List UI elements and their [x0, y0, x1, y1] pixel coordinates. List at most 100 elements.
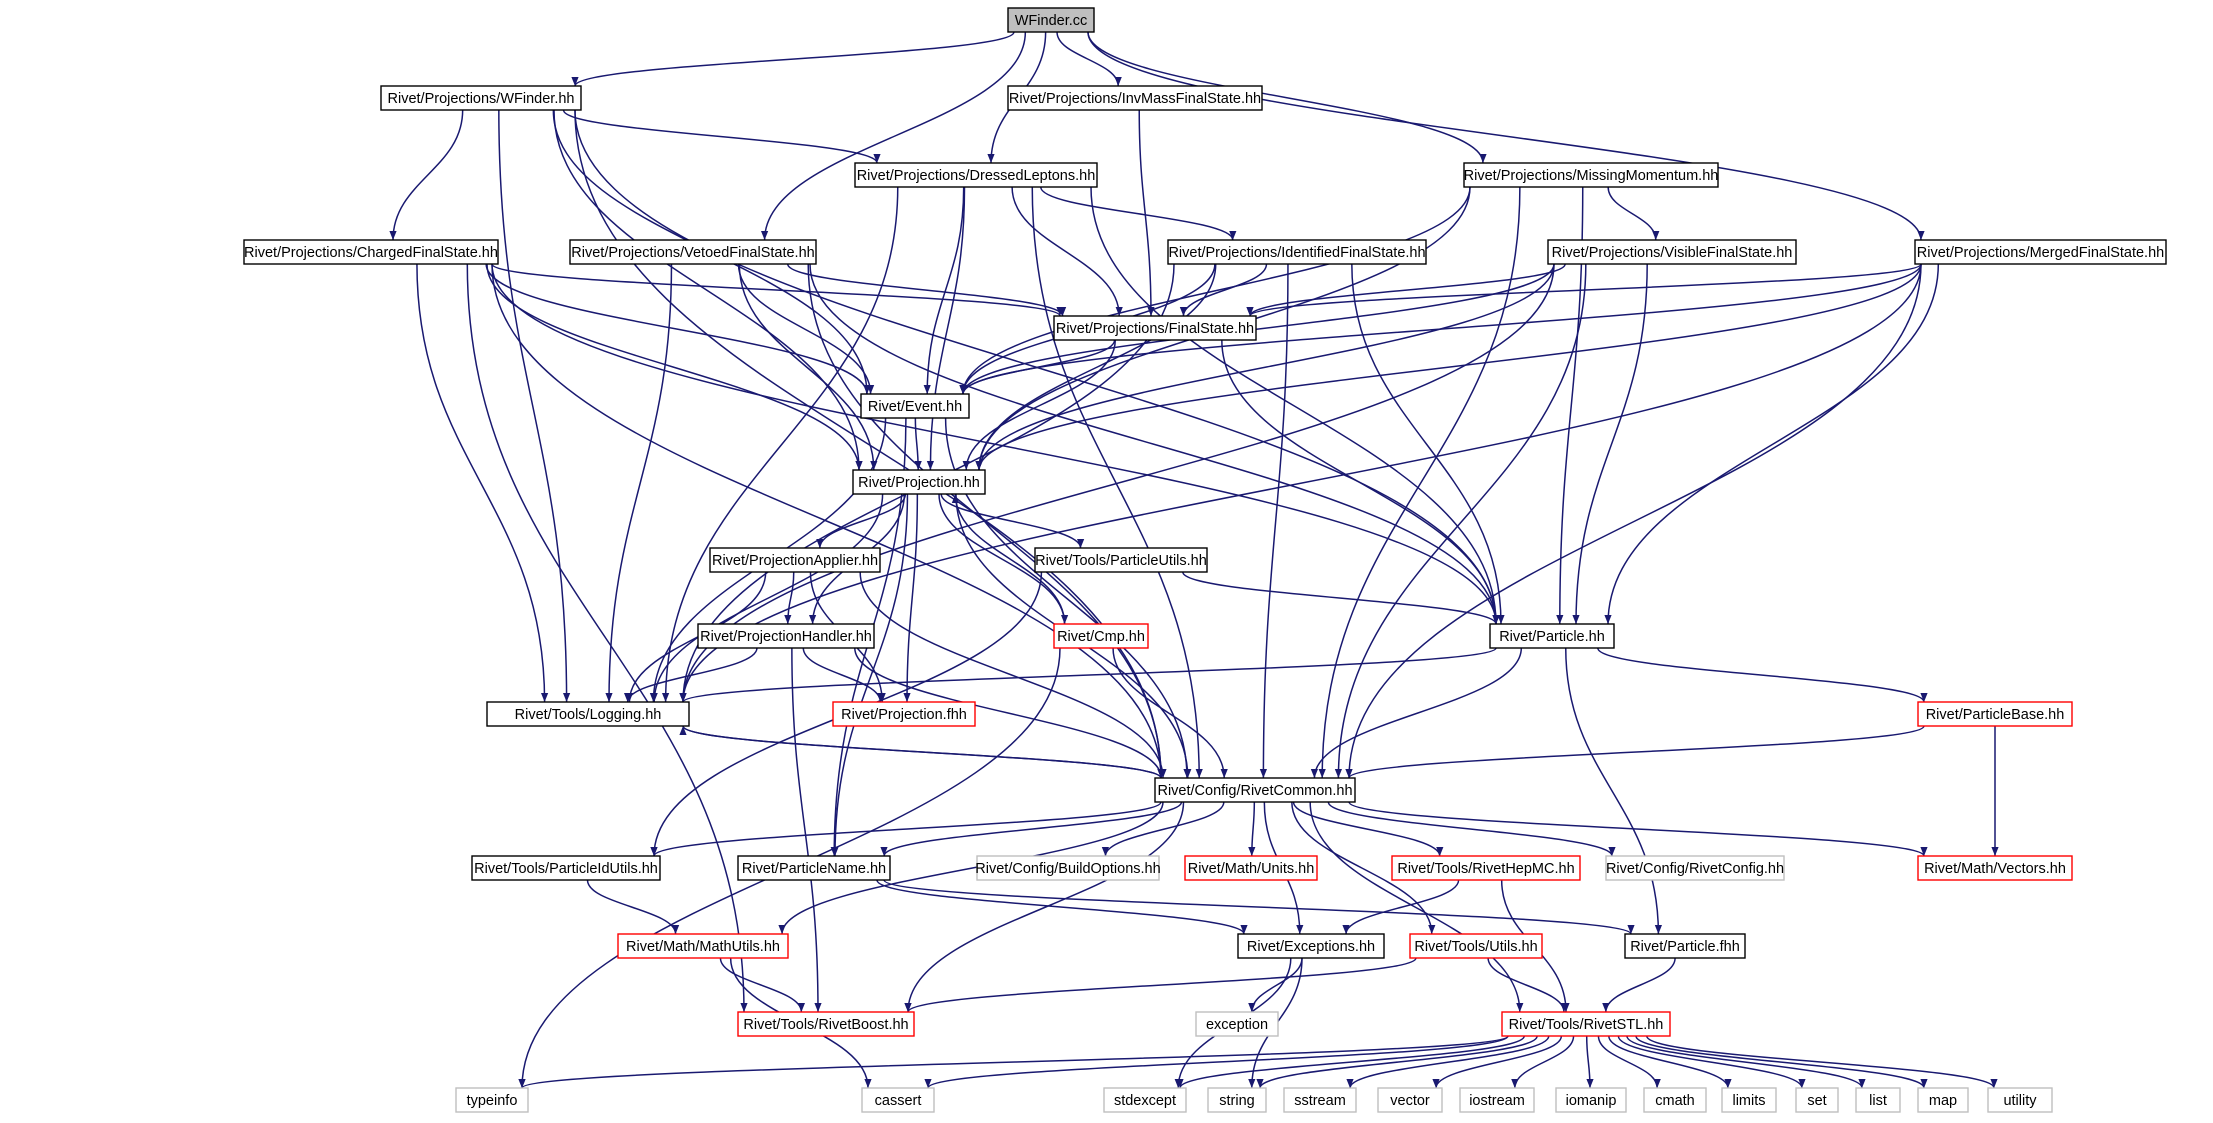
- node-rivet-config[interactable]: Rivet/Config/RivetConfig.hh: [1605, 855, 1785, 881]
- node-string[interactable]: string: [1207, 1087, 1267, 1113]
- edge-rivetstl-to-vector: [1432, 1035, 1563, 1089]
- node-invmass-finalstate[interactable]: Rivet/Projections/InvMassFinalState.hh: [1007, 85, 1263, 111]
- edge-rivetstl-to-iostream: [1511, 1035, 1575, 1089]
- edge-visible-to-event: [959, 263, 1555, 395]
- edge-particleutils-to-particle: [1182, 571, 1500, 625]
- node-projection-applier[interactable]: Rivet/ProjectionApplier.hh: [709, 547, 881, 573]
- edge-projhandler-to-rivetcommon: [854, 647, 1165, 779]
- node-particle-name[interactable]: Rivet/ParticleName.hh: [737, 855, 891, 881]
- edge-charged-to-projection: [486, 263, 863, 471]
- node-finalstate[interactable]: Rivet/Projections/FinalState.hh: [1053, 315, 1257, 341]
- node-exception[interactable]: exception: [1195, 1011, 1279, 1037]
- edge-charged-to-finalstate: [491, 263, 1064, 317]
- node-units[interactable]: Rivet/Math/Units.hh: [1184, 855, 1318, 881]
- node-projection-fhh[interactable]: Rivet/Projection.fhh: [832, 701, 976, 727]
- edge-charged-to-rivetcommon: [491, 263, 1165, 779]
- node-utility[interactable]: utility: [1987, 1087, 2053, 1113]
- node-stdexcept[interactable]: stdexcept: [1103, 1087, 1187, 1113]
- node-vetoed-finalstate[interactable]: Rivet/Projections/VetoedFinalState.hh: [569, 239, 817, 265]
- node-particle-fhh[interactable]: Rivet/Particle.fhh: [1624, 933, 1746, 959]
- node-vector[interactable]: vector: [1377, 1087, 1443, 1113]
- node-charged-finalstate[interactable]: Rivet/Projections/ChargedFinalState.hh: [243, 239, 499, 265]
- node-event[interactable]: Rivet/Event.hh: [860, 393, 970, 419]
- node-rivet-stl[interactable]: Rivet/Tools/RivetSTL.hh: [1501, 1011, 1671, 1037]
- edge-charged-to-logging: [416, 263, 549, 703]
- node-limits[interactable]: limits: [1721, 1087, 1777, 1113]
- edge-particlename-to-particlefhh: [883, 879, 1635, 935]
- node-wfinder-hh[interactable]: Rivet/Projections/WFinder.hh: [380, 85, 582, 111]
- edge-invmass-to-finalstate: [1138, 109, 1155, 317]
- edge-projection-to-logging: [650, 493, 884, 703]
- node-label: utility: [2003, 1093, 2037, 1109]
- node-sstream[interactable]: sstream: [1283, 1087, 1357, 1113]
- edge-particle-to-particlebase: [1597, 647, 1928, 703]
- edge-merged-to-logging: [679, 263, 1922, 703]
- node-label: Rivet/ParticleBase.hh: [1926, 707, 2065, 723]
- node-label: Rivet/Tools/ParticleUtils.hh: [1035, 553, 1207, 569]
- node-label: Rivet/Projection.fhh: [841, 707, 967, 723]
- node-label: Rivet/Tools/RivetSTL.hh: [1509, 1017, 1664, 1033]
- edge-merged-to-projection: [975, 263, 1922, 471]
- node-label: Rivet/Tools/RivetHepMC.hh: [1397, 861, 1574, 877]
- node-list[interactable]: list: [1855, 1087, 1901, 1113]
- edge-missing-to-visible: [1607, 186, 1660, 241]
- node-label: list: [1869, 1093, 1887, 1109]
- node-label: Rivet/ParticleName.hh: [742, 861, 886, 877]
- node-label: Rivet/Projections/MissingMomentum.hh: [1464, 168, 1719, 184]
- node-rivet-boost[interactable]: Rivet/Tools/RivetBoost.hh: [737, 1011, 915, 1037]
- edge-event-to-projection: [914, 417, 922, 471]
- edge-wfinder_cc-to-wfinder_hh: [571, 31, 1015, 87]
- node-math-utils[interactable]: Rivet/Math/MathUtils.hh: [617, 933, 789, 959]
- node-typeinfo[interactable]: typeinfo: [455, 1087, 529, 1113]
- node-utils[interactable]: Rivet/Tools/Utils.hh: [1409, 933, 1543, 959]
- node-projection-handler[interactable]: Rivet/ProjectionHandler.hh: [697, 623, 875, 649]
- node-iostream[interactable]: iostream: [1459, 1087, 1535, 1113]
- edge-projection-to-projapplier: [816, 493, 907, 549]
- node-exceptions[interactable]: Rivet/Exceptions.hh: [1237, 933, 1385, 959]
- node-visible-finalstate[interactable]: Rivet/Projections/VisibleFinalState.hh: [1547, 239, 1797, 265]
- node-logging[interactable]: Rivet/Tools/Logging.hh: [486, 701, 690, 727]
- node-rivet-common[interactable]: Rivet/Config/RivetCommon.hh: [1154, 777, 1356, 803]
- node-cmath[interactable]: cmath: [1643, 1087, 1707, 1113]
- node-vectors[interactable]: Rivet/Math/Vectors.hh: [1917, 855, 2073, 881]
- edge-vetoed-to-projection: [738, 263, 878, 471]
- edge-vetoed-to-event: [737, 263, 875, 395]
- edge-wfinder_hh-to-rivetcommon: [574, 109, 1165, 779]
- edge-wfinder_hh-to-projection: [553, 109, 863, 471]
- node-build-options[interactable]: Rivet/Config/BuildOptions.hh: [975, 855, 1161, 881]
- edge-vetoed-to-particle: [809, 263, 1500, 625]
- edge-wfinder_cc-to-merged: [1087, 31, 1925, 241]
- edge-particlebase-to-rivetcommon: [1345, 725, 1925, 779]
- node-label: exception: [1206, 1017, 1268, 1033]
- node-merged-finalstate[interactable]: Rivet/Projections/MergedFinalState.hh: [1914, 239, 2167, 265]
- edge-merged-to-finalstate: [1246, 263, 1922, 317]
- node-particle-utils[interactable]: Rivet/Tools/ParticleUtils.hh: [1034, 547, 1208, 573]
- edge-rivetcommon-to-units: [1248, 801, 1256, 857]
- node-cmp[interactable]: Rivet/Cmp.hh: [1053, 623, 1149, 649]
- edge-dressed-to-particle: [1090, 186, 1500, 625]
- node-set[interactable]: set: [1795, 1087, 1839, 1113]
- edge-rivetstl-to-string: [1256, 1035, 1538, 1089]
- edge-projection-to-projfhh: [903, 493, 919, 703]
- edge-exceptions-to-exception: [1248, 957, 1303, 1013]
- edge-dressed-to-logging: [662, 186, 899, 703]
- node-identified-finalstate[interactable]: Rivet/Projections/IdentifiedFinalState.h…: [1167, 239, 1427, 265]
- node-particle-id-utils[interactable]: Rivet/Tools/ParticleIdUtils.hh: [471, 855, 661, 881]
- node-label: Rivet/Math/Vectors.hh: [1924, 861, 2066, 877]
- node-iomanip[interactable]: iomanip: [1555, 1087, 1627, 1113]
- edge-vetoed-to-logging: [605, 263, 673, 703]
- node-wfinder-cc[interactable]: WFinder.cc: [1007, 7, 1095, 33]
- node-projection[interactable]: Rivet/Projection.hh: [852, 469, 986, 495]
- node-label: Rivet/Config/RivetConfig.hh: [1606, 861, 1784, 877]
- node-particle-base[interactable]: Rivet/ParticleBase.hh: [1917, 701, 2073, 727]
- node-dressed-leptons[interactable]: Rivet/Projections/DressedLeptons.hh: [854, 162, 1098, 188]
- node-map[interactable]: map: [1917, 1087, 1969, 1113]
- node-rivet-hepmc[interactable]: Rivet/Tools/RivetHepMC.hh: [1391, 855, 1581, 881]
- edge-wfinder_cc-to-vetoed: [761, 31, 1027, 241]
- edge-wfinder_hh-to-dressed: [562, 109, 881, 164]
- edge-identified-to-particle: [1351, 263, 1505, 625]
- node-missing-momentum[interactable]: Rivet/Projections/MissingMomentum.hh: [1463, 162, 1719, 188]
- node-cassert[interactable]: cassert: [861, 1087, 935, 1113]
- edge-rivetcommon-to-rivetboost: [904, 801, 1185, 1013]
- node-particle[interactable]: Rivet/Particle.hh: [1489, 623, 1615, 649]
